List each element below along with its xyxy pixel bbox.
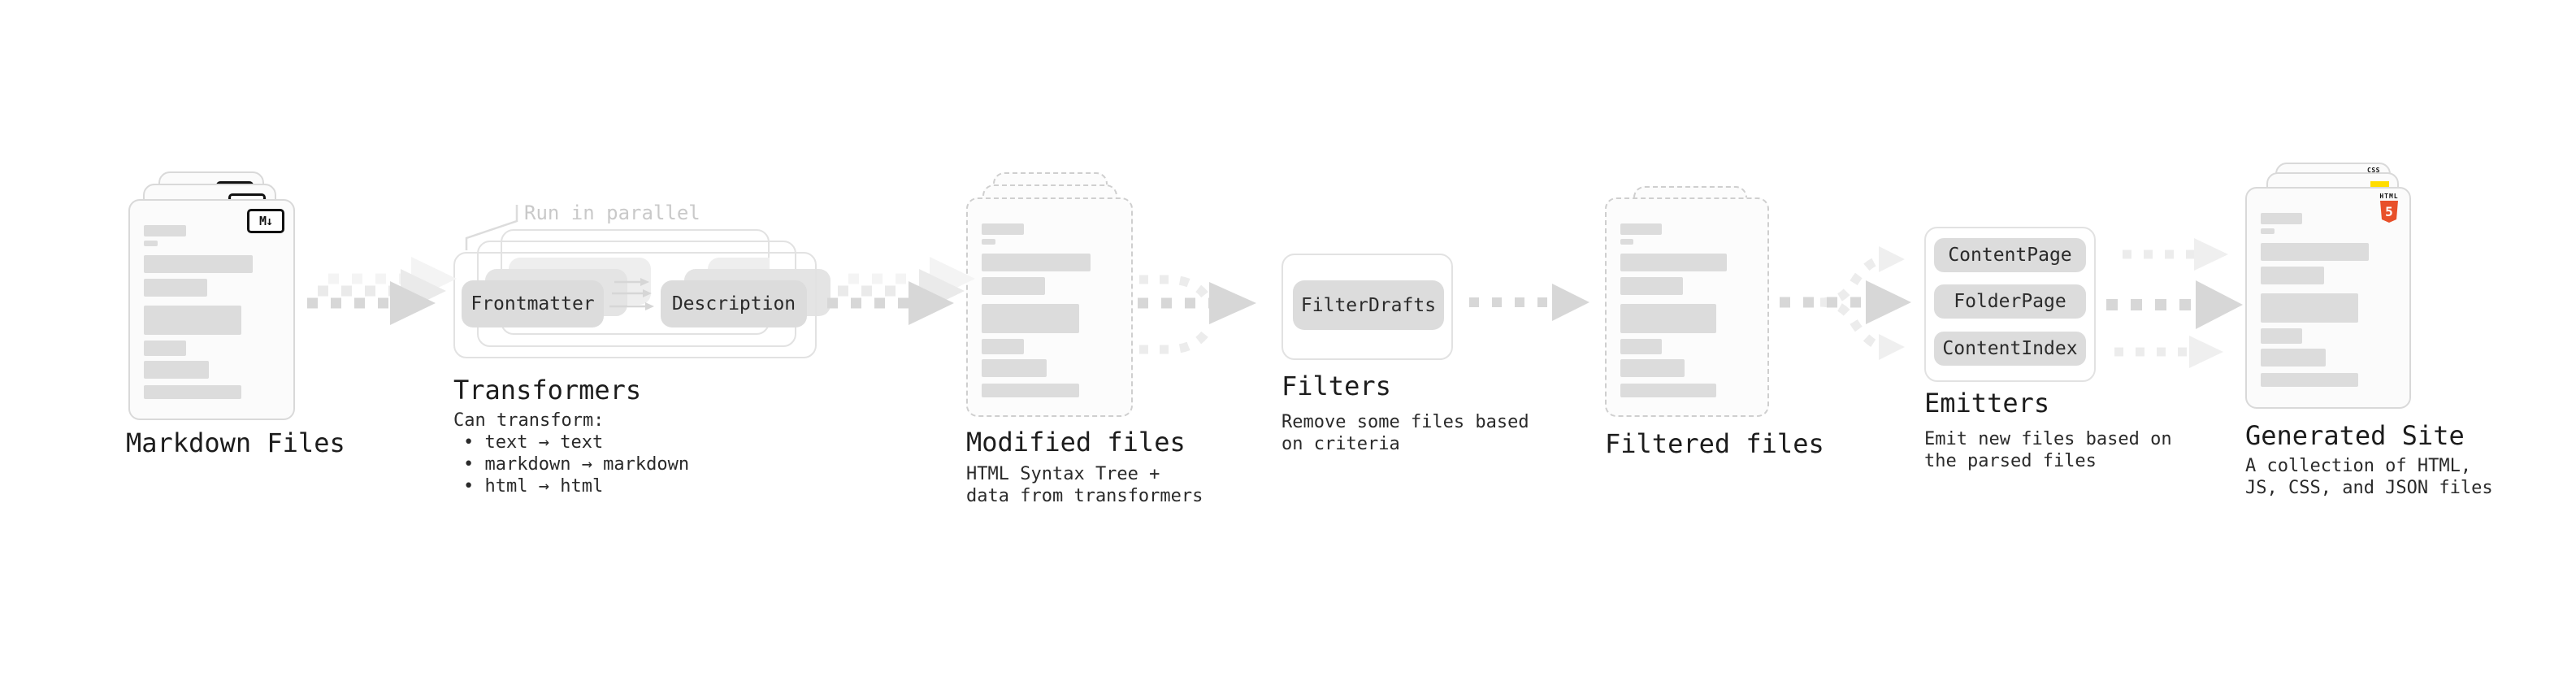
stage-label-filters: Filters [1281,371,1391,401]
html5-icon: HTML 5 [2379,193,2399,223]
generated-site-description-line: A collection of HTML, [2245,456,2472,476]
text-placeholder-bar [1620,304,1717,333]
text-placeholder-bar [2261,373,2358,387]
arrow-emitters-to-generated [2106,238,2243,368]
text-placeholder-bar [1620,277,1684,295]
document-text-placeholder [144,225,280,399]
text-placeholder-bar [982,254,1091,271]
stage-label-generated-site: Generated Site [2245,420,2465,451]
text-placeholder-bar [1620,359,1685,377]
transformer-box-front [453,252,817,358]
text-placeholder-bar [982,359,1047,377]
run-in-parallel-annotation: Run in parallel [524,202,700,224]
modified-files-description-line: data from transformers [966,486,1203,506]
text-placeholder-bar [982,339,1024,354]
filters-description: Remove some files based on criteria [1281,411,1529,455]
modified-file-card-front [966,197,1133,417]
text-placeholder-bar [144,385,242,399]
text-placeholder-bar [2261,267,2325,284]
text-placeholder-bar [1620,339,1662,354]
text-placeholder-bar [982,384,1080,397]
stage-label-emitters: Emitters [1924,388,2050,419]
document-text-placeholder [2261,213,2396,387]
text-placeholder-bar [982,304,1080,333]
text-placeholder-bar [1620,239,1634,245]
filterdrafts-pill: FilterDrafts [1293,280,1444,330]
text-placeholder-bar [2261,328,2303,344]
text-placeholder-bar [1620,254,1728,271]
text-placeholder-bar [144,306,242,335]
markdown-file-card-front: M↓ [128,199,295,420]
frontmatter-transformer-pill: Frontmatter [462,280,604,327]
text-placeholder-bar [2261,349,2326,367]
js-icon [2370,181,2389,189]
description-transformer-pill: Description [661,280,807,327]
contentpage-emitter-pill: ContentPage [1934,238,2086,272]
modified-files-description-line: HTML Syntax Tree + [966,464,1160,484]
markdown-icon-glyph: M↓ [258,214,273,228]
html5-icon-word: HTML [2379,193,2399,200]
filtered-file-card-front [1605,197,1769,417]
filters-description-line: on criteria [1281,434,1400,454]
text-placeholder-bar [1620,223,1662,235]
text-placeholder-bar [2261,243,2369,261]
text-placeholder-bar [2261,228,2275,234]
text-placeholder-bar [144,255,253,273]
emitters-description: Emit new files based on the parsed files [1924,428,2172,472]
bullet-html-to-html: • html → html [463,476,604,497]
text-placeholder-bar [1620,384,1717,397]
html5-icon-number: 5 [2385,204,2393,219]
generated-site-description-line: JS, CSS, and JSON files [2245,478,2493,498]
document-text-placeholder [1620,223,1754,397]
stage-label-transformers: Transformers [453,375,642,406]
generated-site-description: A collection of HTML, JS, CSS, and JSON … [2245,455,2493,499]
text-placeholder-bar [144,241,158,246]
text-placeholder-bar [144,279,208,297]
arrow-transformers-to-modified [827,257,975,325]
document-text-placeholder [982,223,1117,397]
bullet-markdown-to-markdown: • markdown → markdown [463,454,690,475]
text-placeholder-bar [2261,293,2358,323]
arrow-filtered-to-emitters [1780,246,1911,360]
emitters-description-line: the parsed files [1924,451,2097,471]
stage-label-markdown-files: Markdown Files [126,427,345,458]
arrow-modified-to-filters [1138,275,1256,354]
emitters-description-line: Emit new files based on [1924,429,2172,449]
arrow-markdown-to-transformers [307,257,457,325]
text-placeholder-bar [144,340,186,356]
transformers-description: Can transform: • text → text • markdown … [453,410,689,497]
html5-icon-shield: 5 [2380,201,2398,223]
text-placeholder-bar [2261,213,2303,224]
arrow-filters-to-filtered [1469,284,1589,321]
can-transform-title: Can transform: [453,410,605,431]
bullet-text-to-text: • text → text [463,432,604,453]
folderpage-emitter-pill: FolderPage [1934,284,2086,319]
text-placeholder-bar [144,225,186,236]
markdown-icon: M↓ [247,209,284,233]
stage-label-modified-files: Modified files [966,427,1186,458]
text-placeholder-bar [982,223,1024,235]
text-placeholder-bar [982,277,1046,295]
filters-description-line: Remove some files based [1281,412,1529,432]
contentindex-emitter-pill: ContentIndex [1934,332,2086,366]
modified-files-description: HTML Syntax Tree + data from transformer… [966,463,1203,507]
stage-label-filtered-files: Filtered files [1605,428,1824,459]
text-placeholder-bar [982,239,995,245]
text-placeholder-bar [144,361,210,379]
generated-site-card-html: HTML 5 [2245,187,2411,409]
